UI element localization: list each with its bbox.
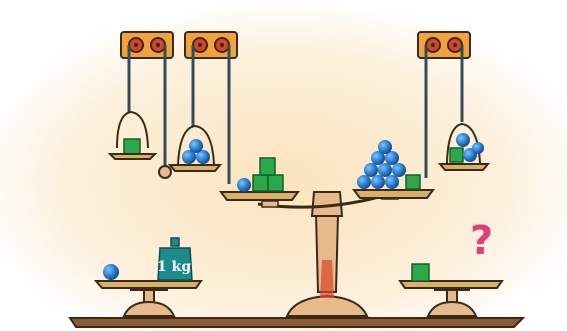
ball-icon: [378, 163, 392, 177]
ball-icon: [392, 163, 406, 177]
cube-icon: [406, 175, 420, 189]
ball-icon: [472, 142, 484, 154]
question-mark: ?: [470, 218, 493, 264]
cube-icon: [268, 175, 283, 191]
cube-icon: [253, 175, 268, 191]
ball-icon: [378, 140, 392, 154]
ball-icon: [385, 175, 399, 189]
cube-icon: [450, 148, 463, 162]
cube-icon: [412, 264, 429, 281]
cube-icon: [260, 158, 275, 175]
cube-icon: [124, 139, 140, 154]
ball-icon: [456, 133, 470, 147]
ball-icon: [371, 175, 385, 189]
ball-icon: [364, 163, 378, 177]
ball-icon: [357, 175, 371, 189]
weight-label: 1 kg: [157, 259, 191, 275]
ball-icon: [103, 264, 119, 280]
ball-icon: [237, 178, 251, 192]
ball-icon: [189, 139, 203, 153]
